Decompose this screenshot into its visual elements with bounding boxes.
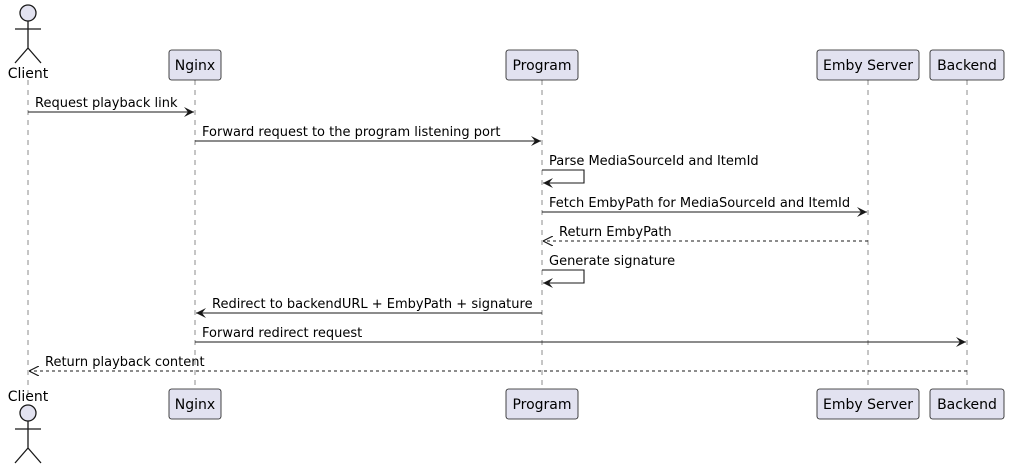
participants: ClientClientNginxNginxProgramProgramEmby… <box>8 4 1005 464</box>
participant-box-emby: Emby Server <box>816 49 920 81</box>
participant-box-program: Program <box>505 49 579 81</box>
participant-box-nginx: Nginx <box>168 49 222 81</box>
actor-body <box>14 421 42 464</box>
message-label: Redirect to backendURL + EmbyPath + sign… <box>212 297 533 312</box>
message-6: Generate signature <box>542 254 675 288</box>
participant-actor-client: Client <box>8 389 49 464</box>
participant-box <box>168 388 222 420</box>
participant-label: Program <box>512 58 571 74</box>
participant-box <box>505 388 579 420</box>
participant-label: Emby Server <box>823 58 913 74</box>
actor-body <box>14 21 42 64</box>
participant-box <box>168 49 222 81</box>
participant-label: Nginx <box>175 397 215 413</box>
message-7: Redirect to backendURL + EmbyPath + sign… <box>196 297 542 318</box>
participant-box-nginx: Nginx <box>168 388 222 420</box>
self-message-arrow <box>542 169 585 188</box>
participant-actor-client: Client <box>8 4 49 82</box>
participant-label: Emby Server <box>823 397 913 413</box>
self-message-arrow <box>542 269 585 288</box>
actor-head <box>19 4 37 22</box>
message-9: Return playback content <box>29 355 967 371</box>
participant-box-backend: Backend <box>929 388 1005 420</box>
message-1: Request playback link <box>28 96 194 117</box>
message-3: Parse MediaSourceId and ItemId <box>542 154 759 188</box>
participant-box <box>929 49 1005 81</box>
message-5: Return EmbyPath <box>543 225 868 241</box>
participant-box-backend: Backend <box>929 49 1005 81</box>
message-label: Forward request to the program listening… <box>202 125 500 140</box>
message-2: Forward request to the program listening… <box>195 125 541 146</box>
message-label: Forward redirect request <box>202 326 362 341</box>
participant-box <box>505 49 579 81</box>
message-label: Generate signature <box>549 254 675 269</box>
lifelines <box>27 80 968 396</box>
message-label: Fetch EmbyPath for MediaSourceId and Ite… <box>549 196 850 211</box>
actor-head <box>19 404 37 422</box>
participant-label: Nginx <box>175 58 215 74</box>
message-label: Parse MediaSourceId and ItemId <box>549 154 759 169</box>
participant-box <box>929 388 1005 420</box>
participant-box-emby: Emby Server <box>816 388 920 420</box>
participant-label: Client <box>8 389 49 405</box>
participant-box <box>816 388 920 420</box>
participant-label: Program <box>512 397 571 413</box>
message-label: Request playback link <box>35 96 178 111</box>
participant-label: Backend <box>937 58 997 74</box>
message-4: Fetch EmbyPath for MediaSourceId and Ite… <box>542 196 867 217</box>
participant-label: Backend <box>937 397 997 413</box>
participant-box-program: Program <box>505 388 579 420</box>
participant-box <box>816 49 920 81</box>
message-label: Return EmbyPath <box>559 225 672 240</box>
participant-label: Client <box>8 66 49 82</box>
message-8: Forward redirect request <box>195 326 966 347</box>
message-label: Return playback content <box>45 355 205 370</box>
